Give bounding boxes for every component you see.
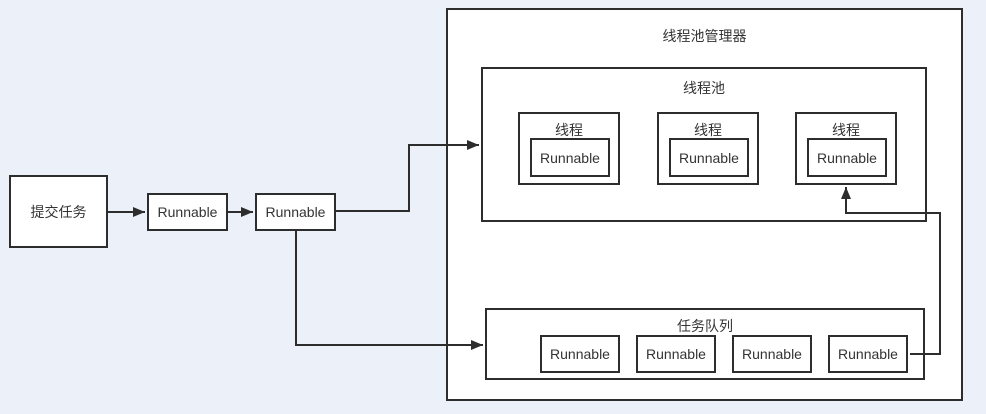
node-runnable-1: Runnable (147, 193, 228, 231)
submit-task-label: 提交任务 (30, 203, 87, 220)
queue-runnable-3-label: Runnable (742, 346, 802, 362)
thread-1-runnable-label: Runnable (540, 149, 600, 166)
thread-3-runnable: Runnable (807, 138, 887, 177)
thread-pool-manager-title: 线程池管理器 (662, 28, 747, 44)
thread-box-3: 线程 Runnable (795, 112, 897, 185)
queue-runnable-1: Runnable (540, 335, 620, 373)
thread-1-runnable: Runnable (530, 138, 610, 177)
queue-runnable-2: Runnable (636, 335, 716, 373)
node-runnable-2: Runnable (255, 193, 336, 231)
queue-runnable-2-label: Runnable (646, 346, 706, 362)
thread-pool-title: 线程池 (683, 80, 725, 96)
task-queue-title: 任务队列 (677, 318, 733, 334)
thread-2-runnable: Runnable (669, 138, 749, 177)
queue-runnable-4: Runnable (828, 335, 908, 373)
queue-runnable-3: Runnable (732, 335, 812, 373)
thread-2-label: 线程 (694, 122, 722, 138)
thread-box-2: 线程 Runnable (657, 112, 759, 185)
node-submit-task: 提交任务 (9, 175, 108, 248)
queue-runnable-4-label: Runnable (838, 346, 898, 362)
thread-3-runnable-label: Runnable (817, 149, 877, 166)
thread-3-label: 线程 (832, 122, 860, 138)
runnable-2-label: Runnable (265, 204, 326, 220)
thread-1-label: 线程 (555, 122, 583, 138)
runnable-1-label: Runnable (157, 204, 218, 220)
thread-box-1: 线程 Runnable (518, 112, 620, 185)
thread-2-runnable-label: Runnable (679, 149, 739, 166)
queue-runnable-1-label: Runnable (550, 346, 610, 362)
